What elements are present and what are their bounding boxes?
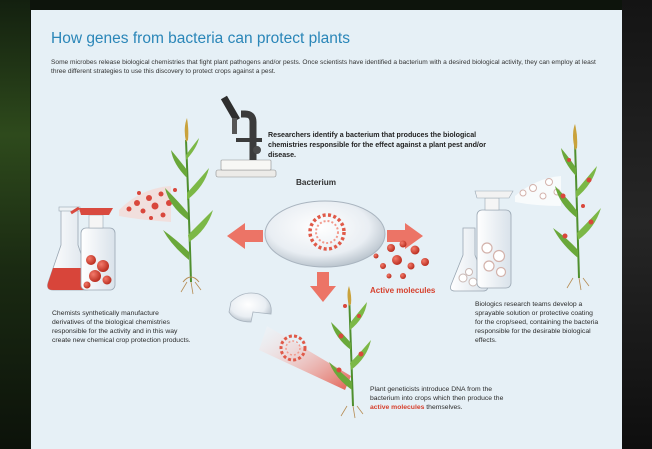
identify-step-text: Researchers identify a bacterium that pr… <box>268 130 503 160</box>
plant-bottom-icon <box>329 286 371 418</box>
biologics-text: Biologics research teams develop a spray… <box>475 300 600 345</box>
background-left-foliage <box>0 0 30 449</box>
arrow-left-icon <box>227 223 263 249</box>
infographic-panel: How genes from bacteria can protect plan… <box>31 10 622 449</box>
background-right-shadow <box>622 0 652 449</box>
chemists-text: Chemists synthetically manufacture deriv… <box>52 309 192 345</box>
active-molecules-icon <box>374 241 430 280</box>
plant-right-icon <box>553 124 601 290</box>
bacterium-fragment-icon <box>229 293 271 322</box>
intro-paragraph: Some microbes release biological chemist… <box>51 58 611 76</box>
spray-bottle-white-icon <box>475 191 513 288</box>
geneticists-text: Plant geneticists introduce DNA from the… <box>370 385 505 412</box>
geneticists-tail: themselves. <box>426 404 462 411</box>
spray-mist-white-icon <box>515 176 561 206</box>
microscope-icon <box>216 96 276 177</box>
bacterium-label: Bacterium <box>296 178 336 187</box>
page-title: How genes from bacteria can protect plan… <box>51 30 350 48</box>
active-molecules-label: Active molecules <box>370 286 440 296</box>
geneticists-text-main: Plant geneticists introduce DNA from the… <box>370 386 503 402</box>
bacterium-icon <box>265 201 385 267</box>
arrow-down-icon <box>310 272 336 302</box>
geneticists-highlight: active molecules <box>370 404 424 411</box>
